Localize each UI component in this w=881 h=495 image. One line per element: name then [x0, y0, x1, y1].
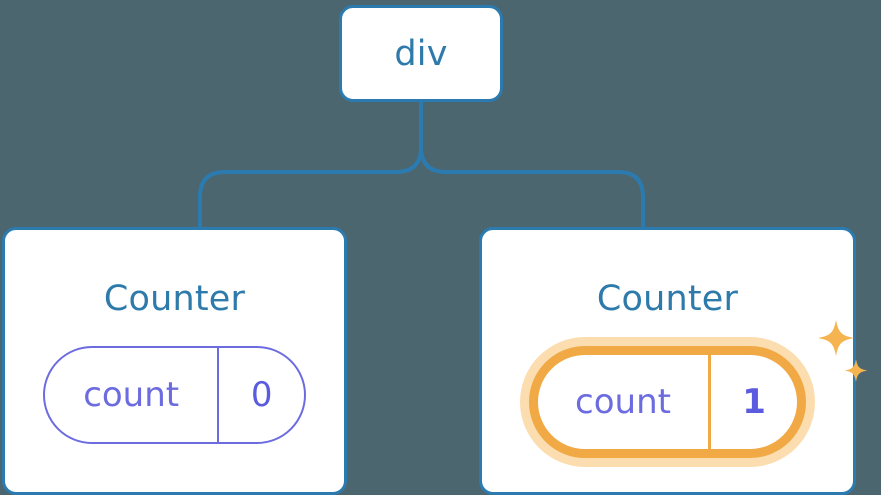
node-counter-left-label: Counter — [103, 279, 246, 319]
sparkle-large-icon — [818, 320, 854, 356]
node-div-label: div — [394, 33, 448, 74]
state-pill-wrapper-left: count 0 — [43, 346, 306, 444]
state-pill-right-highlighted[interactable]: count 1 — [529, 346, 806, 458]
node-counter-right-label: Counter — [596, 279, 739, 319]
edge-root-to-right-counter — [419, 99, 645, 231]
state-key-right: count — [575, 382, 671, 422]
state-pill-wrapper-right: count 1 — [529, 320, 868, 458]
state-key-left: count — [83, 375, 180, 415]
edge-root-to-left-counter — [198, 99, 423, 231]
node-div[interactable]: div — [339, 5, 503, 102]
state-value-right: 1 — [708, 355, 797, 449]
state-pill-left[interactable]: count 0 — [43, 346, 306, 444]
state-value-left: 0 — [217, 348, 304, 442]
node-counter-right[interactable]: Counter count 1 — [479, 227, 868, 495]
node-counter-left[interactable]: Counter count 0 — [2, 227, 347, 495]
